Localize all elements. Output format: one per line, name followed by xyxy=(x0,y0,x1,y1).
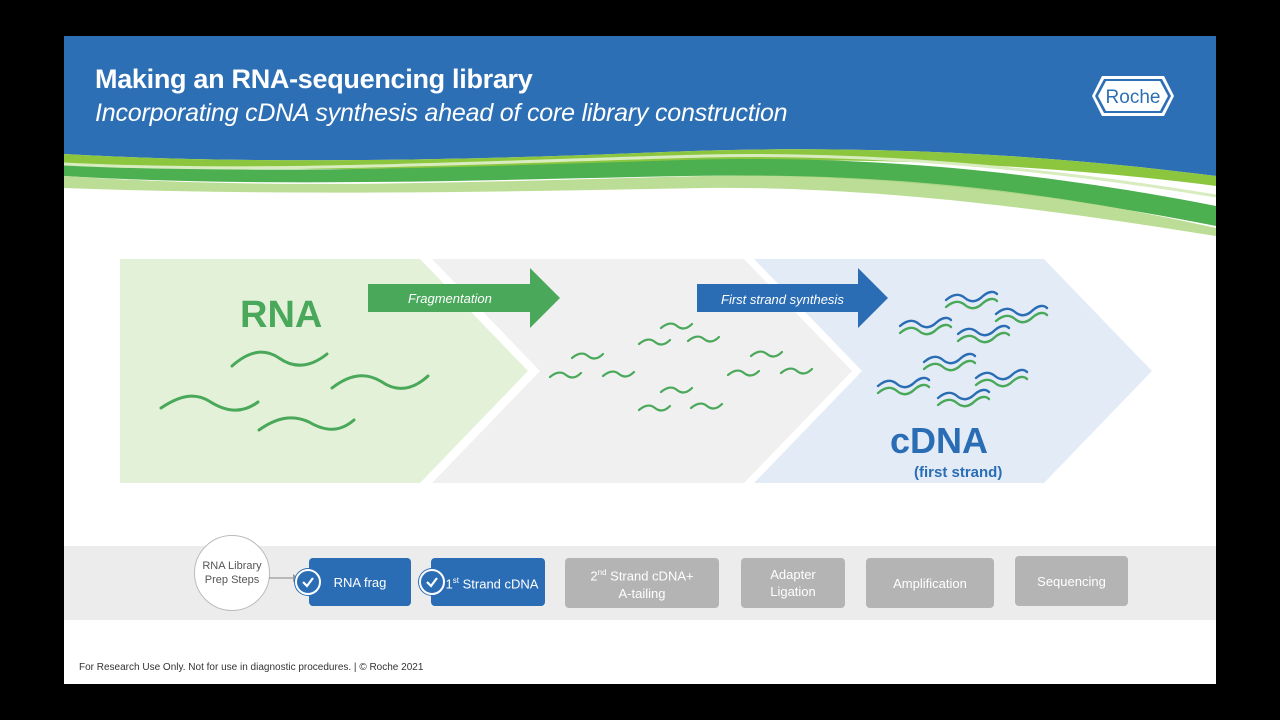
checkmark-icon xyxy=(295,569,321,595)
step-label: RNA frag xyxy=(333,574,387,590)
prep-steps-label: RNA Library Prep Steps xyxy=(202,560,262,586)
rna-strands xyxy=(159,350,430,432)
fragmentation-arrow xyxy=(368,268,560,328)
fragmentation-label: Fragmentation xyxy=(408,291,492,306)
cdna-label: cDNA xyxy=(890,420,989,461)
step-first-strand-cdna[interactable]: 1st Strand cDNA xyxy=(431,558,545,606)
step-label: 1st Strand cDNA xyxy=(445,575,539,592)
header-banner: Making an RNA-sequencing library Incorpo… xyxy=(64,36,1216,236)
checkmark-icon xyxy=(419,569,445,595)
roche-logo: Roche xyxy=(1090,74,1176,118)
diagram: Fragmentation First strand synthesis RNA… xyxy=(64,236,1216,536)
step-label: Amplification xyxy=(893,575,967,591)
slide: Making an RNA-sequencing library Incorpo… xyxy=(64,36,1216,684)
rna-label: RNA xyxy=(240,294,323,336)
step-label: Sequencing xyxy=(1037,573,1106,589)
step-second-strand[interactable]: 2nd Strand cDNA+A-tailing xyxy=(565,558,719,608)
prep-steps-circle: RNA Library Prep Steps xyxy=(194,535,270,611)
step-rna-frag[interactable]: RNA frag xyxy=(309,558,411,606)
workflow-diagram: Fragmentation First strand synthesis xyxy=(120,259,1152,483)
first-strand-label: First strand synthesis xyxy=(721,292,844,307)
logo-text: Roche xyxy=(1106,87,1161,108)
step-label: 2nd Strand cDNA+A-tailing xyxy=(590,568,694,601)
header-wave-graphic xyxy=(64,36,1216,236)
step-amplification[interactable]: Amplification xyxy=(866,558,994,608)
chevron-rna xyxy=(120,259,528,483)
rna-fragments xyxy=(548,322,814,412)
first-strand-arrow xyxy=(697,268,888,328)
page-subtitle: Incorporating cDNA synthesis ahead of co… xyxy=(95,99,788,127)
page-title: Making an RNA-sequencing library xyxy=(95,64,533,94)
prep-steps-bar: RNA Library Prep Steps RNA frag 1st Stra… xyxy=(64,535,1216,620)
first-strand-note: (first strand) xyxy=(914,464,1003,481)
step-sequencing[interactable]: Sequencing xyxy=(1015,556,1128,606)
footer-disclaimer: For Research Use Only. Not for use in di… xyxy=(79,662,424,673)
cdna-strands xyxy=(876,290,1049,408)
